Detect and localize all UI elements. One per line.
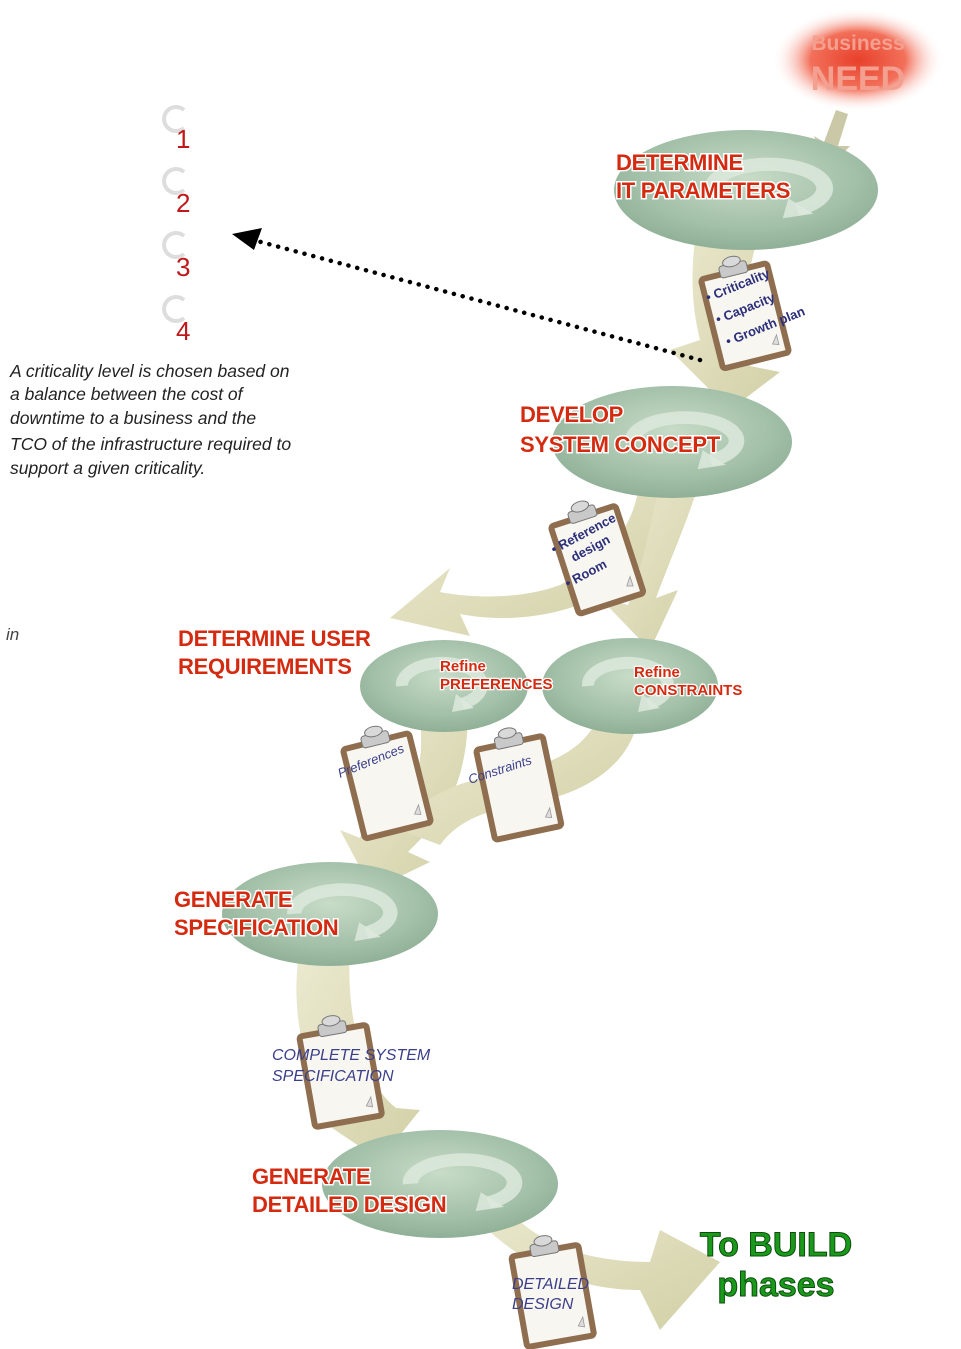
dotted-pointer-line	[243, 235, 703, 363]
clip-design-line2: DESIGN	[512, 1296, 574, 1313]
flow-arrow-3a	[340, 700, 469, 890]
clip-spec-line2: SPECIFICATION	[272, 1068, 394, 1085]
stage-discs	[222, 130, 878, 1238]
option-ring-4	[162, 295, 186, 323]
to-build-phases: To BUILD phases	[699, 1226, 852, 1305]
clipboard-preferences	[339, 718, 431, 838]
stray-text: in	[6, 625, 19, 644]
option-ring-1	[162, 105, 186, 133]
note-line-5: support a given criticality.	[10, 458, 205, 478]
stage-specification-line2: SPECIFICATION	[174, 915, 338, 940]
note-line-3: downtime to a business and the	[10, 408, 256, 428]
refine-constraints-line1: Refine	[634, 664, 680, 681]
criticality-option-2[interactable]: 2	[162, 167, 190, 218]
criticality-number-1: 1	[176, 124, 190, 154]
stage-detailed-design-line2: DETAILED DESIGN	[252, 1192, 446, 1217]
criticality-number-4: 4	[176, 316, 190, 346]
dotted-pointer-arrowhead	[232, 228, 262, 250]
criticality-number-2: 2	[176, 188, 190, 218]
note-line-4: TCO of the infrastructure required to	[10, 434, 291, 454]
refine-preferences-line2: PREFERENCES	[440, 676, 553, 693]
disc-refine-preferences	[360, 640, 528, 732]
note-line-2: a balance between the cost of	[10, 384, 245, 404]
criticality-option-1[interactable]: 1	[162, 105, 190, 154]
criticality-levels: 1 2 3 4	[162, 105, 190, 346]
disc-detailed-design	[322, 1130, 558, 1238]
to-build-line1: To BUILD	[700, 1226, 852, 1264]
stage-specification-line1: GENERATE	[174, 887, 292, 912]
criticality-number-3: 3	[176, 252, 190, 282]
disc-refine-constraints	[542, 638, 718, 734]
criticality-option-4[interactable]: 4	[162, 295, 190, 346]
disc-system-concept	[552, 386, 792, 498]
stage-user-requirements-line1: DETERMINE USER	[178, 626, 371, 651]
flow-arrow-5	[460, 1200, 720, 1330]
criticality-note: A criticality level is chosen based on a…	[9, 361, 291, 478]
stage-it-parameters-line2: IT PARAMETERS	[616, 178, 790, 203]
clip-spec-line1: COMPLETE SYSTEM	[272, 1047, 431, 1064]
refine-preferences-line1: Refine	[440, 658, 486, 675]
flow-arrows	[296, 210, 780, 1330]
option-ring-3	[162, 231, 186, 259]
criticality-option-3[interactable]: 3	[162, 231, 190, 282]
stage-detailed-design-line1: GENERATE	[252, 1164, 370, 1189]
refine-constraints-line2: CONSTRAINTS	[634, 682, 742, 699]
to-build-line2: phases	[717, 1266, 834, 1304]
need-line2: NEED	[811, 60, 905, 98]
stage-system-concept-line1: DEVELOP	[520, 402, 623, 427]
clip-design-line1: DETAILED	[512, 1276, 590, 1293]
need-line1: Business	[811, 32, 904, 55]
need-glow	[772, 8, 944, 112]
business-need: Business NEED	[772, 8, 944, 172]
note-line-1: A criticality level is chosen based on	[9, 361, 290, 381]
flow-arrow-2b	[600, 480, 700, 650]
stage-titles: DETERMINE IT PARAMETERS DEVELOP SYSTEM C…	[173, 149, 792, 1219]
stage-user-requirements-line2: REQUIREMENTS	[178, 654, 352, 679]
stage-system-concept-line2: SYSTEM CONCEPT	[520, 432, 721, 457]
option-ring-2	[162, 167, 186, 195]
disc-it-parameters	[614, 130, 878, 250]
stage-it-parameters-line1: DETERMINE	[616, 150, 743, 175]
disc-specification	[222, 862, 438, 966]
